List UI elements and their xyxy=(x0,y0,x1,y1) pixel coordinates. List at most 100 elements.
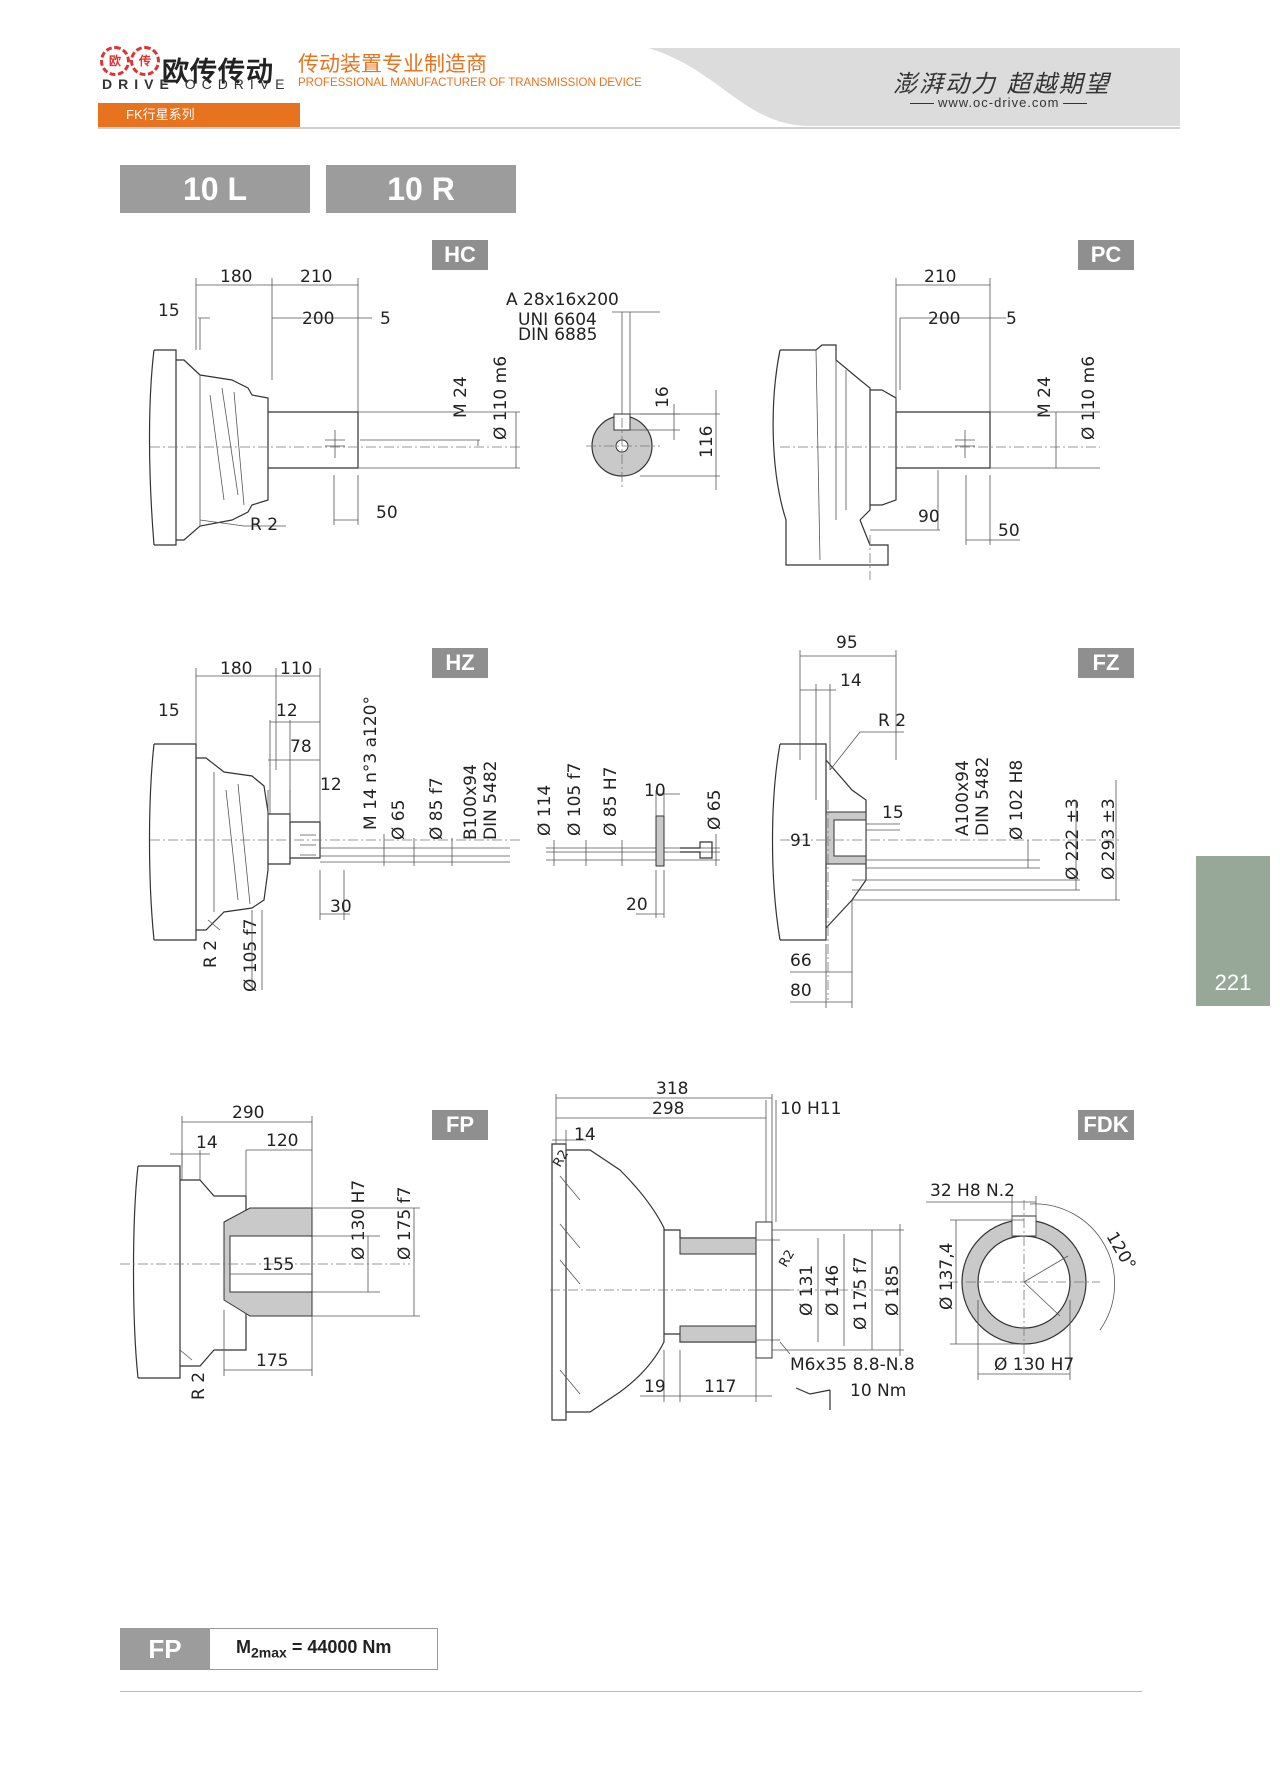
dim-pc-5: 90 xyxy=(918,507,940,527)
dim-fp-4: Ø 175 f7 xyxy=(395,1187,415,1260)
dim-fp2-4: R2 xyxy=(550,1148,572,1170)
dim-fp2-2: 10 H11 xyxy=(780,1099,841,1119)
dim-fp2-8: Ø 175 f7 xyxy=(851,1257,871,1330)
dim-fz-8: 15 xyxy=(882,803,904,823)
dim-pc-4: Ø 110 m6 xyxy=(1079,356,1099,440)
dim-fp2-1: 298 xyxy=(652,1099,684,1119)
dim-fp-0: 290 xyxy=(232,1103,264,1123)
dim-fp-6: 175 xyxy=(256,1351,288,1371)
dim-fp2-12: 19 xyxy=(644,1377,666,1397)
dim-fp-5: 155 xyxy=(262,1255,294,1275)
footer-divider xyxy=(120,1691,1142,1692)
brand-en-bold: DRIVE xyxy=(102,76,175,92)
dim-hc-6: Ø 110 m6 xyxy=(491,356,511,440)
dim-fp-2: 120 xyxy=(266,1131,298,1151)
dim-hz-4: 78 xyxy=(290,737,312,757)
dim-fp2-13: 117 xyxy=(704,1377,736,1397)
dim-fp2-5: R2 xyxy=(776,1248,798,1270)
dim-fz-3: A100x94 xyxy=(953,760,973,836)
dim-hz2-5: 20 xyxy=(626,895,648,915)
section-label-fp: FP xyxy=(432,1110,488,1140)
dim-hz2-0: Ø 114 xyxy=(535,785,555,836)
tagline-cn: 传动装置专业制造商 xyxy=(298,53,487,76)
dim-hz-0: 180 xyxy=(220,659,252,679)
section-label-fz: FZ xyxy=(1078,648,1134,678)
dim-fp2-6: Ø 131 xyxy=(797,1265,817,1316)
slogan: 澎湃动力 超越期望 xyxy=(893,70,1111,98)
dim-hz-13: Ø 105 f7 xyxy=(241,919,261,992)
torque-number: = 44000 Nm xyxy=(286,1637,392,1657)
dim-fz-1: 14 xyxy=(840,671,862,691)
series-label: FK行星系列 xyxy=(98,103,300,127)
dim-hz-3: 12 xyxy=(276,701,298,721)
dim-fz-9: 91 xyxy=(790,831,812,851)
website-url[interactable]: www.oc-drive.com xyxy=(906,95,1091,110)
dim-hz-2: 15 xyxy=(158,701,180,721)
dim-hz-12: R 2 xyxy=(201,940,221,968)
dim-fp2-3: 14 xyxy=(574,1125,596,1145)
dim-hc-7: 50 xyxy=(376,503,398,523)
page-side-tab xyxy=(1196,856,1270,1006)
dim-fp2-11: 10 Nm xyxy=(850,1381,906,1401)
fz-drawing: 95 14 R 2 A100x94 DIN 5482 Ø 102 H8 Ø 22… xyxy=(771,633,1120,1008)
torque-value: M2max = 44000 Nm xyxy=(236,1637,391,1661)
dim-hz-1: 110 xyxy=(280,659,312,679)
dim-key-2: DIN 6885 xyxy=(518,325,598,345)
logo-gear-icon-2: 传 xyxy=(130,46,160,76)
dim-hc-3: 200 xyxy=(302,309,334,329)
dim-hz-9: B100x94 xyxy=(461,764,481,840)
dim-fp-1: 14 xyxy=(196,1133,218,1153)
brand-en-light: OCDRIVE xyxy=(184,76,291,92)
section-label-hz: HZ xyxy=(432,648,488,678)
hz-detail-drawing: 10 Ø 114 Ø 105 f7 Ø 85 H7 Ø 65 20 xyxy=(535,763,725,918)
dim-key-0: A 28x16x200 xyxy=(506,290,619,310)
dim-fz-11: 80 xyxy=(790,981,812,1001)
dim-fdk-2: Ø 137,4 xyxy=(937,1243,957,1310)
hz-drawing: 180 110 15 12 78 12 M 14 n°3 a120° Ø 65 … xyxy=(148,659,520,992)
dim-pc-3: M 24 xyxy=(1035,376,1055,418)
dim-pc-1: 200 xyxy=(928,309,960,329)
dim-hc-8: R 2 xyxy=(250,515,278,535)
dim-hc-1: 210 xyxy=(300,267,332,287)
fp-drawing: 290 14 120 Ø 130 H7 Ø 175 f7 155 175 R 2 xyxy=(120,1103,420,1400)
dim-fp2-10: M6x35 8.8-N.8 xyxy=(790,1355,915,1375)
model-tab-10l: 10 L xyxy=(120,165,310,213)
dim-fz-7: Ø 293 ±3 xyxy=(1099,798,1119,880)
torque-box-label: FP xyxy=(120,1628,210,1670)
dim-key-1: UNI 6604 xyxy=(518,310,597,330)
logo-gear-icon: 欧 xyxy=(100,46,130,76)
dim-hz2-1: Ø 105 f7 xyxy=(565,763,585,836)
dim-key-4: 116 xyxy=(697,426,717,458)
brand-name-en: DRIVE OCDRIVE xyxy=(102,76,290,92)
model-tab-10r: 10 R xyxy=(326,165,516,213)
dim-hz2-2: Ø 85 H7 xyxy=(601,767,621,836)
dim-fz-10: 66 xyxy=(790,951,812,971)
dim-hz-10: DIN 5482 xyxy=(481,761,501,841)
dim-hc-4: 5 xyxy=(380,309,391,329)
header-band-curve xyxy=(290,40,810,132)
dim-hz-11: 30 xyxy=(330,897,352,917)
torque-prefix: M xyxy=(236,1637,251,1657)
dim-fp-7: R 2 xyxy=(189,1372,209,1400)
fdk-drawing: 32 H8 N.2 120° Ø 137,4 Ø 130 H7 xyxy=(926,1181,1139,1380)
tagline-en: PROFESSIONAL MANUFACTURER OF TRANSMISSIO… xyxy=(298,77,642,89)
dim-hc-0: 180 xyxy=(220,267,252,287)
section-label-hc: HC xyxy=(432,240,488,270)
pc-drawing: 210 200 5 M 24 Ø 110 m6 90 50 xyxy=(772,267,1100,580)
brand-name-cn: 欧传传动 xyxy=(162,57,274,87)
dim-hz2-3: 10 xyxy=(644,781,666,801)
dim-pc-0: 210 xyxy=(924,267,956,287)
page-number: 221 xyxy=(1214,970,1252,995)
dim-hz-6: M 14 n°3 a120° xyxy=(361,696,381,830)
dim-fz-2: R 2 xyxy=(878,711,906,731)
dim-fdk-0: 32 H8 N.2 xyxy=(930,1181,1015,1201)
dim-fz-0: 95 xyxy=(836,633,858,653)
dim-fp2-9: Ø 185 xyxy=(883,1265,903,1316)
section-label-pc: PC xyxy=(1078,240,1134,270)
dim-fp2-0: 318 xyxy=(656,1079,688,1099)
dim-key-3: 16 xyxy=(653,386,673,408)
dim-hz-5: 12 xyxy=(320,775,342,795)
key-drawing: A 28x16x200 UNI 6604 DIN 6885 16 116 xyxy=(506,290,720,490)
fp-detail-drawing: 318 298 10 H11 14 R2 R2 Ø 131 Ø 146 Ø 17… xyxy=(550,1079,915,1421)
